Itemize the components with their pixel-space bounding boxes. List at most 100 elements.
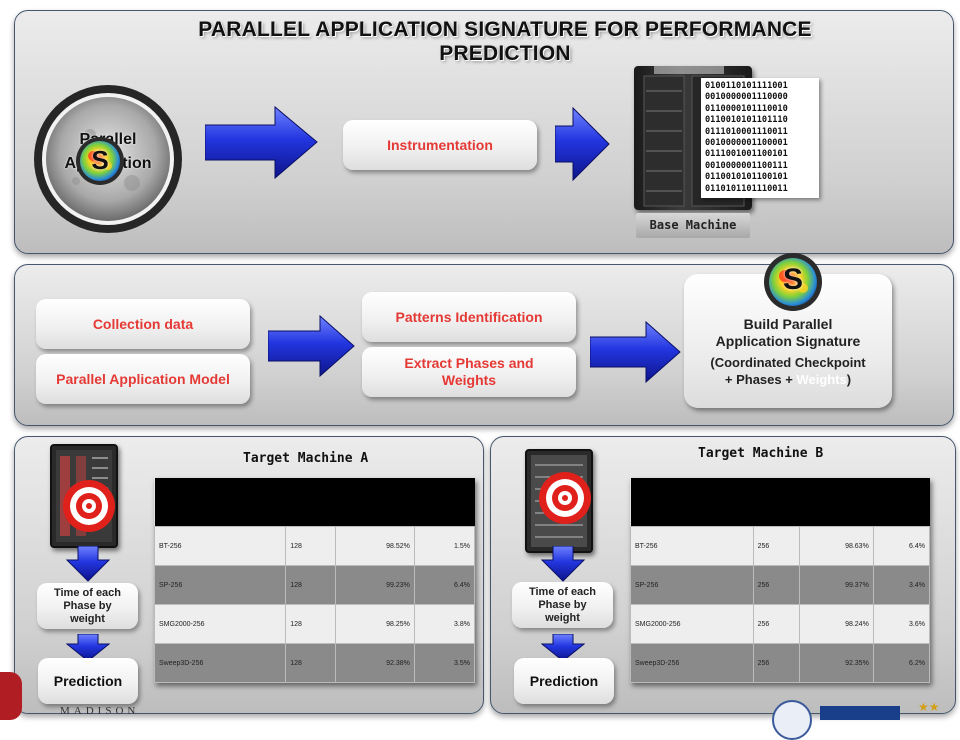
base-machine-label: Base Machine (636, 213, 750, 238)
target-b-label: Target Machine B (698, 446, 824, 461)
target-icon (63, 480, 115, 532)
madison-logo-text: MADISON (60, 705, 140, 717)
time-line2: Phase by (538, 598, 587, 611)
table-cell: 3.5% (413, 643, 476, 683)
arrow-right-icon (590, 320, 681, 384)
table-cell: Sweep3D-256 (630, 643, 754, 683)
build-signature-subtitle: (Coordinated Checkpoint + Phases + Weigh… (684, 354, 892, 388)
time-line1: Time of each (53, 586, 122, 599)
binary-code-block: 0100110101111001 0010000001110000 011000… (701, 78, 819, 198)
table-cell: 256 (752, 643, 801, 683)
arrow-down-icon (541, 546, 585, 582)
build-sub-line2: + Phases + Weights) (684, 371, 892, 388)
table-cell: 256 (752, 565, 801, 605)
table-cell: BT-256 (153, 526, 287, 566)
parallel-application-model-step: Parallel Application Model (36, 354, 250, 404)
table-row: SMG2000-256 256 98.24% 3.6% (630, 604, 931, 644)
table-cell: 98.24% (799, 604, 874, 644)
table-cell: 98.25% (335, 604, 415, 644)
binary-line: 0010000001100111 (705, 160, 788, 171)
table-row: SMG2000-256 128 98.25% 3.8% (153, 604, 476, 644)
time-by-weight-step: Time of each Phase by weight (37, 583, 138, 629)
table-cell: SP-256 (630, 565, 754, 605)
table-row: Sweep3D-256 128 92.38% 3.5% (153, 643, 476, 683)
time-by-weight-step: Time of each Phase by weight (512, 582, 613, 628)
table-cell: SMG2000-256 (153, 604, 287, 644)
build-sub-line2-c: ) (846, 372, 852, 387)
table-cell: 3.8% (413, 604, 476, 644)
table-cell: 128 (285, 565, 337, 605)
table-cell: 256 (752, 604, 801, 644)
collection-data-step: Collection data (36, 299, 250, 349)
binary-line: 0111010001110011 (705, 126, 788, 137)
target-a-label: Target Machine A (243, 451, 369, 466)
binary-line: 0110010101100101 (705, 172, 788, 183)
build-sub-line1: (Coordinated Checkpoint (710, 355, 866, 370)
table-row: BT-256 128 98.52% 1.5% (153, 526, 476, 566)
arrow-down-icon (541, 634, 585, 662)
patterns-identification-step: Patterns Identification (362, 292, 576, 342)
time-line3: weight (70, 612, 105, 625)
binary-line: 0010000001110000 (705, 92, 788, 103)
table-cell: 256 (752, 526, 801, 566)
table-cell: 128 (285, 604, 337, 644)
table-row: SP-256 128 99.23% 6.4% (153, 565, 476, 605)
table-cell: BT-256 (630, 526, 754, 566)
table-cell: 128 (285, 643, 337, 683)
university-logo (0, 672, 22, 720)
table-header (154, 478, 475, 527)
table-cell: SMG2000-256 (630, 604, 754, 644)
prediction-step: Prediction (38, 658, 138, 704)
table-cell: 1.5% (413, 526, 476, 566)
table-cell: 92.35% (799, 643, 874, 683)
arrow-down-icon (66, 546, 110, 582)
partner-logo (820, 706, 900, 720)
binary-line: 0100110101111001 (705, 81, 788, 91)
arrow-right-icon (268, 314, 355, 378)
parallel-application-dish: Parallel Application S (32, 83, 184, 235)
binary-line: 0110010101101110 (705, 115, 788, 126)
signature-badge-icon: S (75, 136, 125, 186)
table-row: Sweep3D-256 256 92.35% 6.2% (630, 643, 931, 683)
table-cell: 99.37% (799, 565, 874, 605)
binary-line: 0110000101110010 (705, 103, 788, 114)
table-cell: 6.4% (872, 526, 931, 566)
table-cell: 128 (285, 526, 337, 566)
table-cell: 3.6% (872, 604, 931, 644)
binary-line: 0010000001100001 (705, 138, 788, 149)
build-sub-line2-a: + Phases + (724, 372, 797, 387)
extract-phases-line2: Weights (441, 372, 497, 388)
extract-phases-line1: Extract Phases and (404, 355, 534, 371)
binary-line: 0111001001100101 (705, 149, 788, 160)
time-line1: Time of each (528, 585, 597, 598)
table-row: SP-256 256 99.37% 3.4% (630, 565, 931, 605)
seal-logo (772, 700, 812, 740)
results-table-a: BT-256 128 98.52% 1.5% SP-256 128 99.23%… (153, 478, 476, 683)
table-cell: Sweep3D-256 (153, 643, 287, 683)
time-line3: weight (545, 611, 580, 624)
table-cell: 92.38% (335, 643, 415, 683)
table-cell: 98.63% (799, 526, 874, 566)
table-cell: SP-256 (153, 565, 287, 605)
results-table-b: BT-256 256 98.63% 6.4% SP-256 256 99.37%… (630, 478, 931, 683)
build-line2: Application Signature (715, 333, 861, 349)
table-row: BT-256 256 98.63% 6.4% (630, 526, 931, 566)
extract-phases-step: Extract Phases and Weights (362, 347, 576, 397)
signature-letter: S (782, 263, 803, 296)
build-line1: Build Parallel (743, 316, 833, 332)
table-cell: 6.4% (413, 565, 476, 605)
prediction-step: Prediction (514, 658, 614, 704)
arrow-right-icon (555, 106, 610, 182)
page-title: PARALLEL APPLICATION SIGNATURE FOR PERFO… (198, 18, 812, 65)
build-sub-line2-weights: Weights (796, 372, 847, 387)
binary-line: 0110101101110011 (705, 183, 788, 194)
arrow-right-icon (205, 105, 318, 180)
signature-badge-icon: S (763, 252, 823, 312)
instrumentation-step: Instrumentation (343, 120, 537, 170)
table-cell: 99.23% (335, 565, 415, 605)
table-cell: 98.52% (335, 526, 415, 566)
table-cell: 3.4% (872, 565, 931, 605)
target-icon (539, 472, 591, 524)
arrow-down-icon (66, 634, 110, 662)
time-line2: Phase by (63, 599, 112, 612)
